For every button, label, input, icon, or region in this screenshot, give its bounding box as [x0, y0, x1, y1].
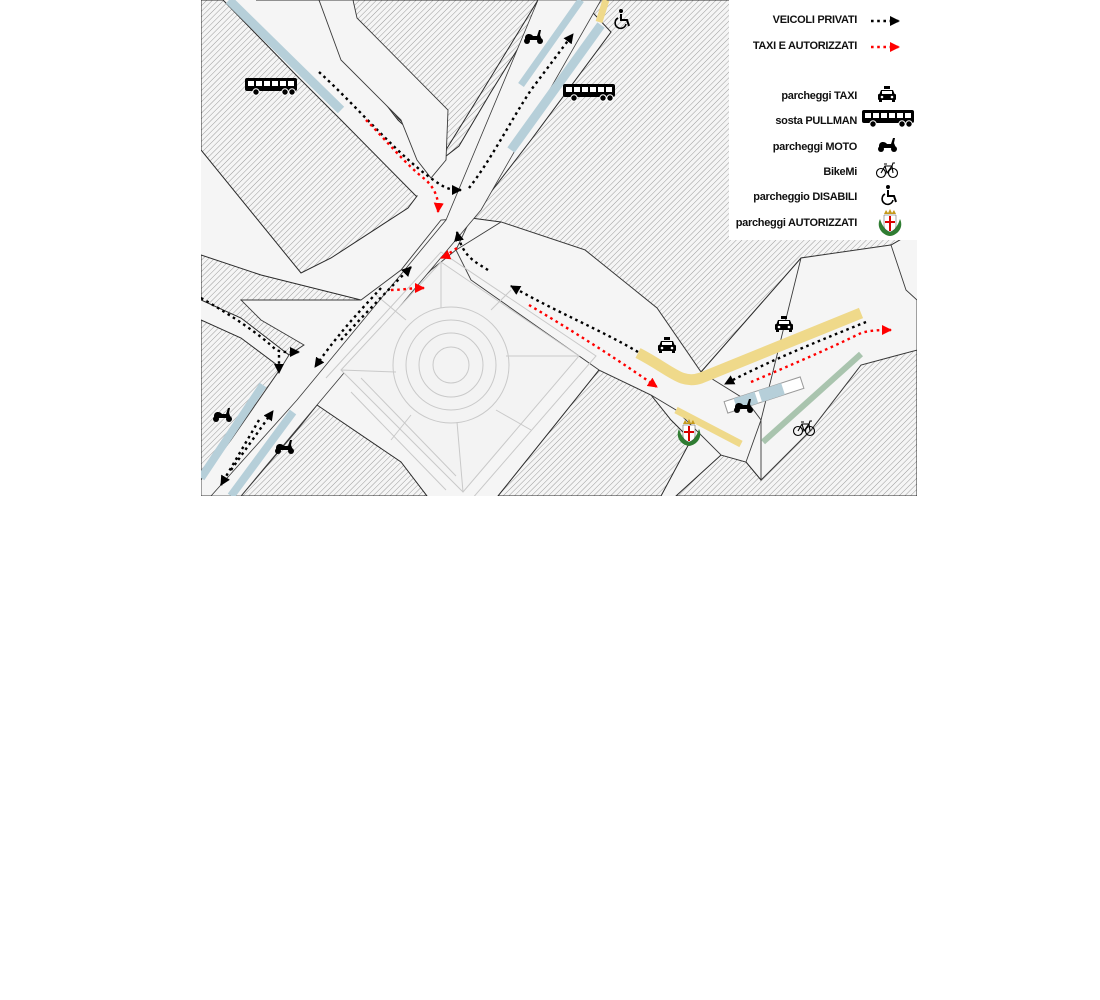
- routes-private: [201, 33, 867, 486]
- legend-symbols: [861, 15, 915, 237]
- legend-label-bus-stop: sosta PULLMAN: [775, 115, 857, 127]
- legend-label-authorized-parking: parcheggi AUTORIZZATI: [735, 217, 858, 229]
- legend-label-disabled-parking: parcheggio DISABILI: [753, 191, 857, 203]
- legend-label-bikemi: BikeMi: [823, 166, 857, 178]
- main-road: [210, 0, 602, 496]
- traffic-map: [201, 0, 917, 496]
- taxi-lanes: [595, 0, 864, 448]
- legend-label-private-vehicles: VEICOLI PRIVATI: [772, 14, 858, 26]
- building-top-left: [201, 0, 418, 274]
- roads: [201, 0, 917, 496]
- moto-lanes: [201, 0, 605, 496]
- legend-label-moto-parking: parcheggi MOTO: [772, 141, 858, 153]
- bike-lane: [760, 351, 864, 445]
- legend-label-taxi-authorized: TAXI E AUTORIZZATI: [752, 40, 857, 52]
- routes-taxi: [365, 119, 893, 388]
- garden-square: [325, 251, 597, 496]
- legend-label-taxi-parking: parcheggi TAXI: [781, 90, 857, 102]
